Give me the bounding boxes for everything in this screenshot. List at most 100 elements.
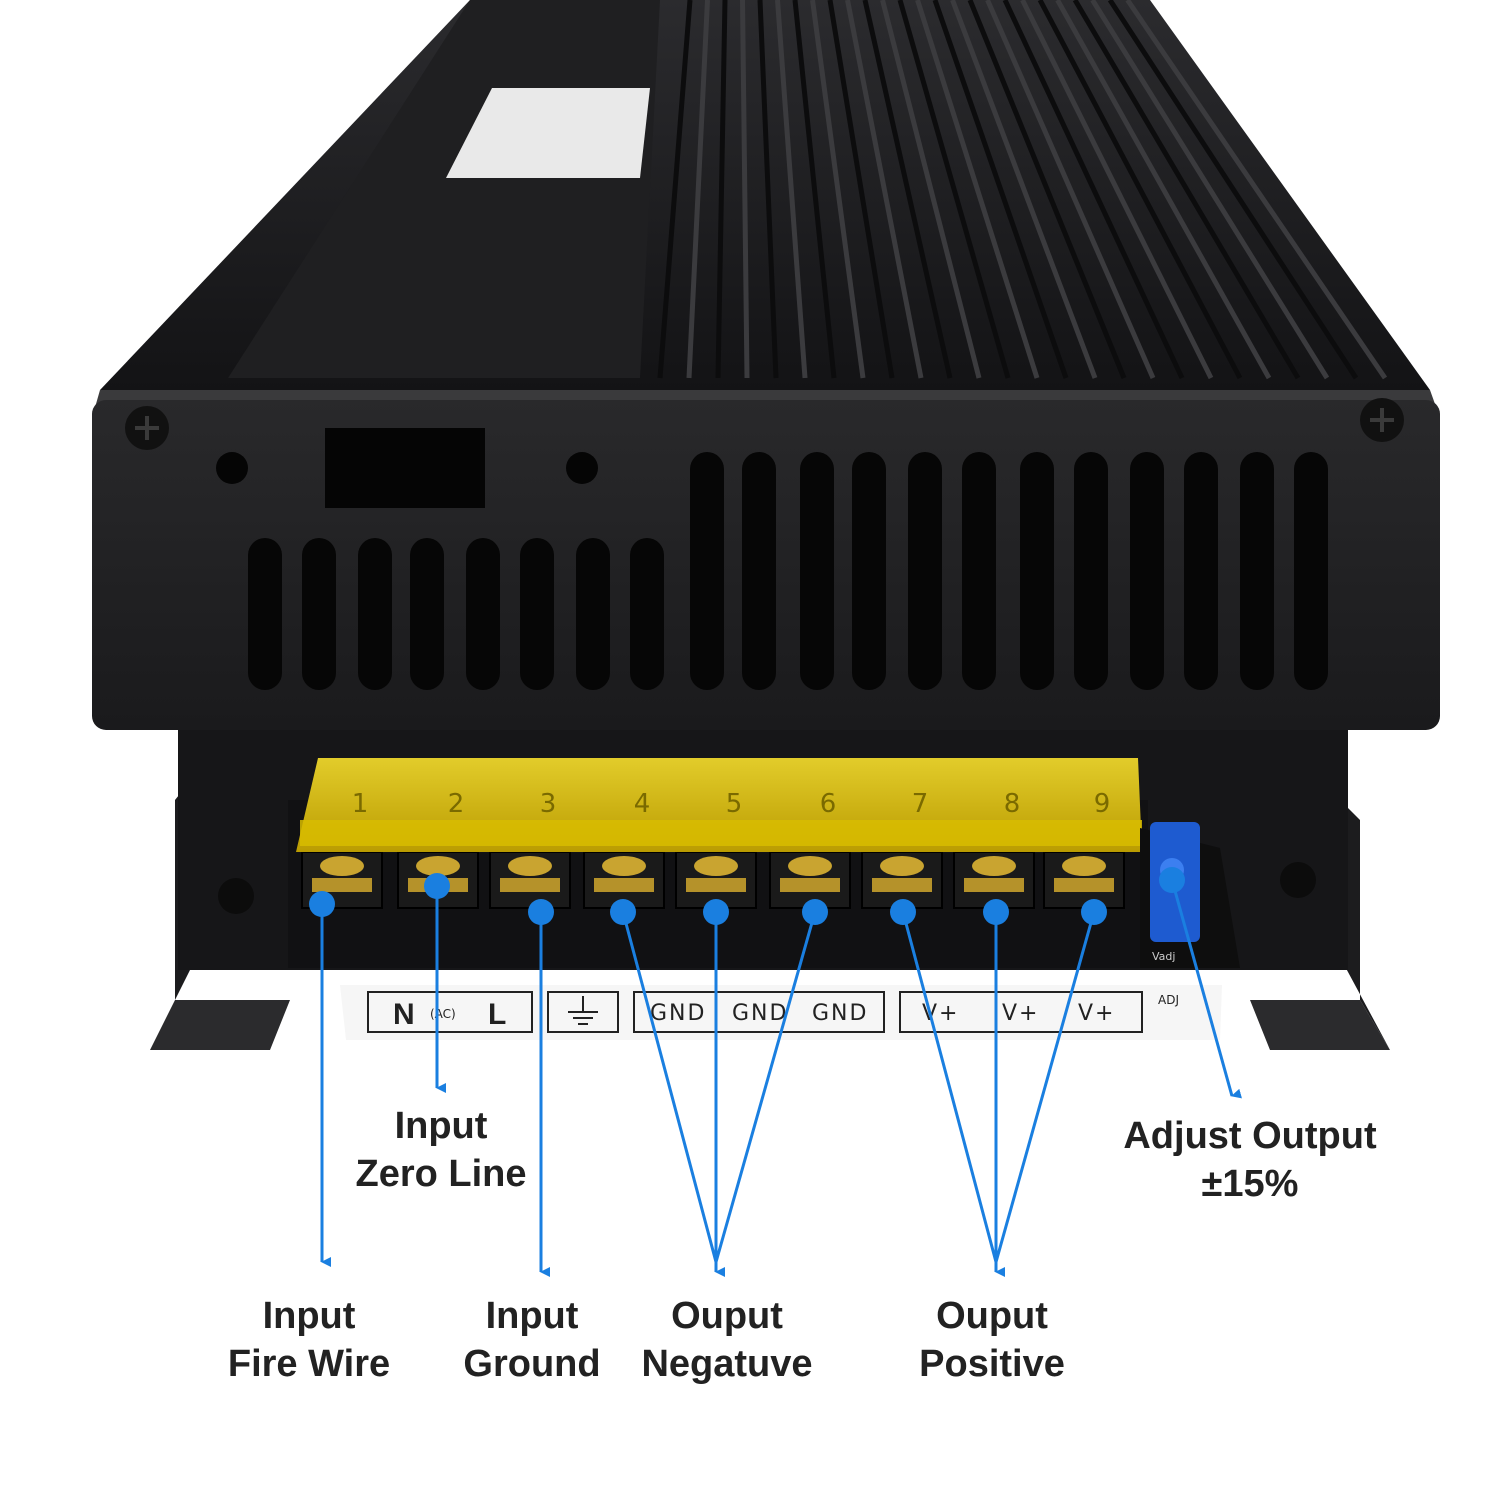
callout-output-negative: Ouput Negatuve xyxy=(641,1292,812,1388)
label-gnd-2: GND xyxy=(732,1001,788,1026)
callout-output-positive: Ouput Positive xyxy=(919,1292,1065,1388)
label-vplus-3: V+ xyxy=(1078,1001,1115,1026)
vent-slot xyxy=(466,538,500,690)
terminal-washer xyxy=(686,878,746,892)
vent-slot xyxy=(576,538,610,690)
label-l: L xyxy=(488,998,506,1031)
fin xyxy=(1072,0,1301,380)
fin xyxy=(657,0,693,379)
terminal-number: 7 xyxy=(912,789,929,819)
callout-line-2: Fire Wire xyxy=(227,1343,391,1385)
fin xyxy=(1020,0,1214,380)
ground-symbol-icon xyxy=(568,996,598,1025)
callout-dot xyxy=(890,899,916,925)
terminal-screw-icon xyxy=(416,856,460,876)
terminal-screw-icon xyxy=(880,856,924,876)
fin xyxy=(1002,0,1185,380)
fin xyxy=(897,0,1011,379)
fin xyxy=(1037,0,1243,380)
terminal-number: 5 xyxy=(726,789,743,819)
terminal-washer xyxy=(1054,878,1114,892)
vent-slot xyxy=(1074,452,1108,690)
fin xyxy=(845,0,924,379)
vent-slot xyxy=(1184,452,1218,690)
fin xyxy=(932,0,1069,379)
callout-line-1: Ouput xyxy=(936,1295,1048,1337)
terminal-number: 1 xyxy=(352,789,369,819)
vent-slot xyxy=(690,452,724,690)
vent-slot xyxy=(1240,452,1274,690)
fin xyxy=(880,0,982,379)
label-vplus-2: V+ xyxy=(1002,1001,1039,1026)
terminal-washer xyxy=(312,878,372,892)
fin xyxy=(915,0,1040,379)
callout-line-1: Input xyxy=(262,1295,356,1337)
terminal-washer xyxy=(780,878,840,892)
vent-slot xyxy=(520,538,554,690)
callout-input-zero-line: Input Zero Line xyxy=(355,1102,526,1198)
callout-dots xyxy=(309,867,1185,925)
callout-dot xyxy=(610,899,636,925)
fin xyxy=(715,0,728,379)
terminal-screw-icon xyxy=(508,856,552,876)
callout-line-adjust xyxy=(1170,879,1243,1099)
rating-sticker xyxy=(446,88,650,178)
vent-slot xyxy=(962,452,996,690)
callout-dot xyxy=(309,891,335,917)
vent-slot xyxy=(1020,452,1054,690)
terminal-screw-icon xyxy=(602,856,646,876)
fin xyxy=(967,0,1127,379)
terminal-label-strip: N (AC) L GND GND GND V+ V+ V+ ADJ xyxy=(340,985,1222,1040)
fin xyxy=(862,0,953,379)
callout-input-fire-wire: Input Fire Wire xyxy=(228,1292,390,1388)
fin xyxy=(686,0,710,379)
vent-slot xyxy=(742,452,776,690)
terminal-number: 6 xyxy=(820,789,837,819)
callout-line-2: Negatuve xyxy=(641,1343,813,1385)
housing-top xyxy=(92,0,1440,418)
fin xyxy=(775,0,808,379)
fin xyxy=(1090,0,1330,380)
pcb-label: Vadj xyxy=(1152,950,1175,963)
terminal-washer xyxy=(500,878,560,892)
terminal-number: 2 xyxy=(448,789,465,819)
callout-dot xyxy=(1081,899,1107,925)
label-n: N xyxy=(393,998,415,1031)
vent-slot xyxy=(302,538,336,690)
fin xyxy=(1107,0,1359,380)
callout-line-1: Ouput xyxy=(671,1295,783,1337)
callout-dot xyxy=(1159,867,1185,893)
callout-line-2: Ground xyxy=(463,1343,601,1385)
vent-slot xyxy=(1130,452,1164,690)
label-adj: ADJ xyxy=(1158,993,1179,1007)
vent-slot xyxy=(1294,452,1328,690)
callout-line-1: Adjust Output xyxy=(1123,1115,1377,1157)
callout-lines xyxy=(320,879,1243,1277)
callout-dot xyxy=(802,899,828,925)
label-gnd-3: GND xyxy=(812,1001,868,1026)
fin xyxy=(985,0,1156,380)
vent-slot xyxy=(908,452,942,690)
terminal-washer xyxy=(872,878,932,892)
terminal-number: 9 xyxy=(1094,789,1111,819)
fin xyxy=(827,0,895,379)
terminal-washer xyxy=(594,878,654,892)
fin xyxy=(740,0,750,379)
label-gnd-1: GND xyxy=(650,1001,706,1026)
callout-dot xyxy=(983,899,1009,925)
fin xyxy=(792,0,837,379)
terminal-screw-icon xyxy=(694,856,738,876)
vent-slot xyxy=(358,538,392,690)
vent-slot xyxy=(410,538,444,690)
heat-sink-fins xyxy=(657,0,1388,380)
terminal-screw-icon xyxy=(1062,856,1106,876)
terminal-screw-icon xyxy=(320,856,364,876)
callout-input-ground: Input Ground xyxy=(463,1292,600,1388)
callout-line-1: Input xyxy=(394,1105,488,1147)
fin xyxy=(810,0,866,379)
callout-line-2: Zero Line xyxy=(355,1153,527,1195)
